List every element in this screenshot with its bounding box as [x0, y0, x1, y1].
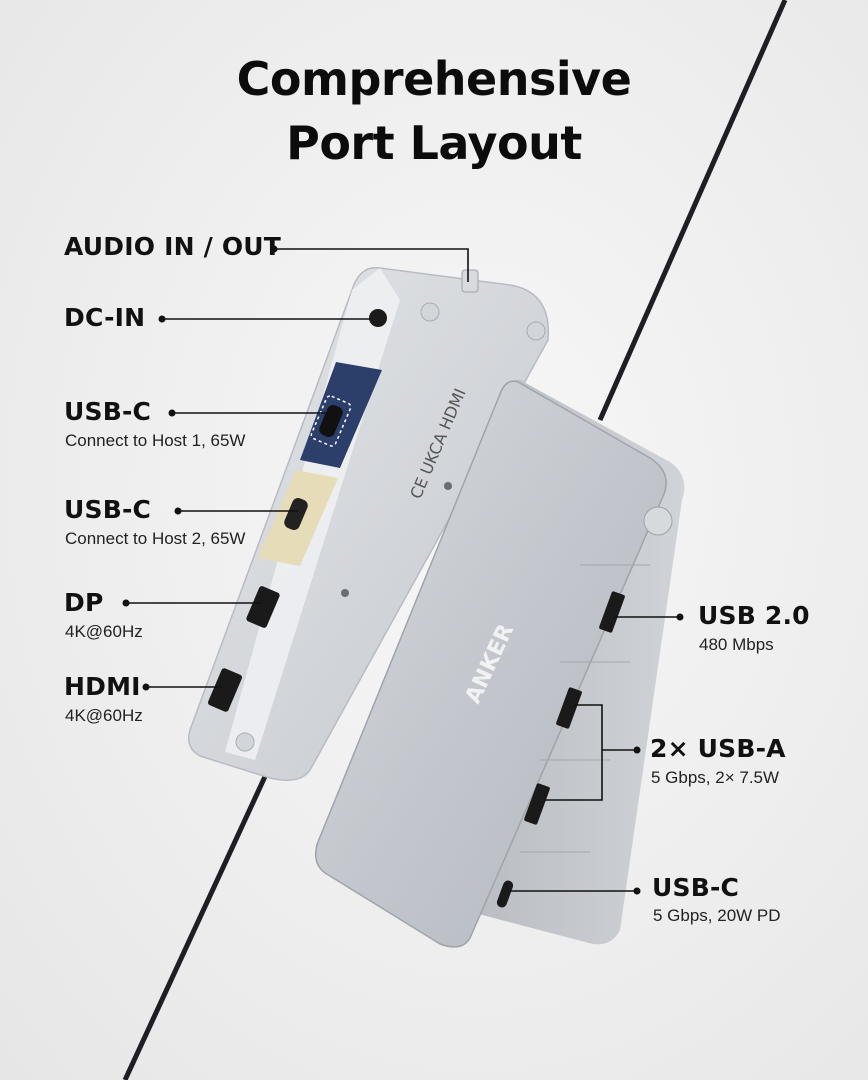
label-usb-2: USB 2.0	[698, 601, 810, 630]
hdmi-port	[207, 668, 243, 712]
label-usb-c-host1: USB-C	[64, 397, 152, 426]
detail-usb-a: 5 Gbps, 2× 7.5W	[651, 768, 780, 787]
usb-2-port	[599, 591, 625, 633]
right-port-bay	[496, 564, 650, 908]
detail-usb-c-host2: Connect to Host 2, 65W	[65, 529, 246, 548]
page-title-line-2: Port Layout	[286, 116, 582, 170]
callout-lines	[126, 248, 680, 892]
detail-usb-2: 480 Mbps	[699, 635, 774, 654]
label-usb-a: 2× USB-A	[650, 734, 786, 763]
detail-dp: 4K@60Hz	[65, 622, 143, 641]
audio-jack	[461, 269, 479, 293]
front-unit: ANKER	[315, 379, 685, 948]
label-usb-c-host2: USB-C	[64, 495, 152, 524]
callout-dots	[122, 245, 684, 895]
usb-c-host1-port	[319, 405, 343, 437]
detail-usb-c-host1: Connect to Host 1, 65W	[65, 431, 246, 450]
usb-a-port-1	[556, 687, 582, 729]
label-hdmi: HDMI	[64, 672, 141, 701]
top-cable	[597, 0, 788, 422]
usb-c-host2-port	[284, 498, 308, 530]
usb-c-front-port	[496, 880, 514, 908]
label-dc-in: DC-IN	[64, 303, 146, 332]
label-usb-c-front: USB-C	[652, 873, 740, 902]
dc-in-port	[369, 309, 387, 327]
usb-a-port-2	[524, 783, 550, 825]
detail-hdmi: 4K@60Hz	[65, 706, 143, 725]
label-audio-in-out: AUDIO IN / OUT	[64, 232, 282, 261]
label-dp: DP	[64, 588, 104, 617]
detail-usb-c-front: 5 Gbps, 20W PD	[653, 906, 781, 925]
rear-unit: CE UKCA HDMI	[188, 266, 550, 781]
dp-port	[246, 586, 280, 628]
bottom-cable	[122, 768, 271, 1080]
page-title-line-1: Comprehensive	[236, 52, 632, 106]
